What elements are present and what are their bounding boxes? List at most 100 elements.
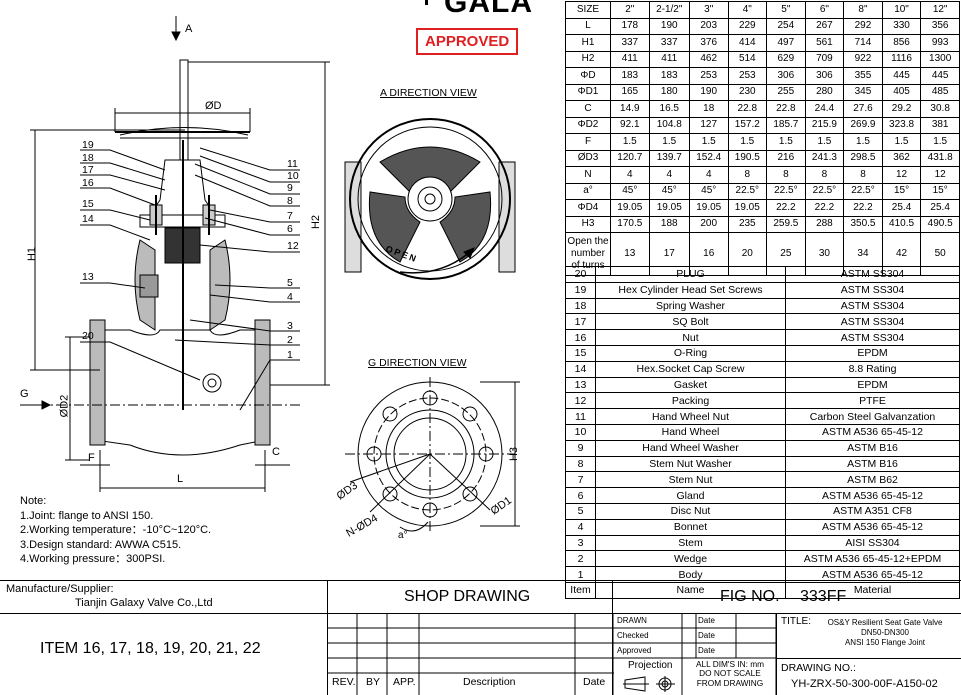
dim-cell: 22.2 <box>766 199 806 217</box>
rev-header: REV. <box>332 676 356 688</box>
dim-cell: 22.2 <box>843 199 883 217</box>
dim-cell: 4 <box>648 166 690 184</box>
dim-row-label: C <box>565 100 611 118</box>
dim-cell: 323.8 <box>881 116 922 134</box>
callout-2: 2 <box>287 334 293 346</box>
dim-cell: 269.9 <box>843 116 883 134</box>
bom-name: Stem Nut Washer <box>595 455 786 473</box>
drawn-label: DRAWN <box>617 616 647 625</box>
dim-cell: 561 <box>804 34 845 52</box>
dim-cell: 1.5 <box>843 133 883 151</box>
dim-cell: 30.8 <box>920 100 960 118</box>
label-L: L <box>177 473 184 485</box>
dim-cell: 16.5 <box>648 100 690 118</box>
note-3: 3.Design standard: AWWA C515. <box>20 538 182 551</box>
bom-name: Hex.Socket Cap Screw <box>595 360 786 378</box>
dim-cell: 993 <box>920 34 960 52</box>
bom-name: O-Ring <box>595 344 786 362</box>
dim-cell: 216 <box>766 149 806 167</box>
dim-cell: 180 <box>648 83 690 101</box>
dim-cell: 411 <box>610 50 650 68</box>
dim-cell: 178 <box>610 17 650 35</box>
bom-name: Wedge <box>595 550 786 568</box>
bom-material: ASTM A351 CF8 <box>785 502 960 520</box>
g-direction-view <box>345 377 520 532</box>
fig-no-value: 333FF <box>800 588 847 605</box>
dim-cell: 19.05 <box>727 199 768 217</box>
label-H1: H1 <box>26 246 39 262</box>
dim-cell: 29.2 <box>881 100 922 118</box>
dim-cell: 22.5° <box>766 182 806 200</box>
callout-20: 20 <box>82 330 94 342</box>
dim-cell: 922 <box>843 50 883 68</box>
dim-cell: 27.6 <box>843 100 883 118</box>
notes-title: Note: <box>20 495 47 507</box>
app-header: APP. <box>393 676 416 688</box>
bom-item: 4 <box>565 518 596 536</box>
dim-cell: 490.5 <box>920 215 960 233</box>
dimension-row: a°45°45°45°22.5°22.5°22.5°22.5°15°15° <box>565 182 960 200</box>
dim-cell: 514 <box>727 50 768 68</box>
dim-header: 6" <box>804 1 845 19</box>
bom-item: 17 <box>565 313 596 331</box>
bom-material: ASTM SS304 <box>785 313 960 331</box>
callout-10: 10 <box>287 170 299 183</box>
by-header: BY <box>366 676 381 688</box>
dim-cell: 45° <box>648 182 690 200</box>
callout-18: 18 <box>82 151 94 164</box>
dim-cell: 356 <box>920 17 960 35</box>
dim-cell: 22.5° <box>727 182 768 200</box>
dim-cell: 190 <box>688 83 729 101</box>
dim-cell: 629 <box>766 50 806 68</box>
title-line-3: ANSI 150 Flange Joint <box>844 638 926 647</box>
items-text: ITEM 16, 17, 18, 19, 20, 21, 22 <box>40 640 261 657</box>
checked-label: Checked <box>617 631 649 640</box>
description-header: Description <box>463 676 516 688</box>
dim-cell: 22.5° <box>804 182 845 200</box>
dim-cell: 1.5 <box>766 133 806 151</box>
manufacturer-cell: Manufacture/Supplier: Tianjin Galaxy Val… <box>0 581 328 614</box>
valve-section-drawing <box>20 16 330 492</box>
bom-name: Bonnet <box>595 518 786 536</box>
callout-13: 13 <box>82 271 94 283</box>
dim-cell: 22.5° <box>843 182 883 200</box>
dim-cell: 215.9 <box>804 116 845 134</box>
dim-cell: 1.5 <box>804 133 845 151</box>
dim-cell: 292 <box>843 17 883 35</box>
bom-item: 13 <box>565 376 596 394</box>
dim-cell: 462 <box>688 50 729 68</box>
dim-cell: 355 <box>843 67 883 85</box>
dim-cell: 306 <box>804 67 845 85</box>
dim-cell: 414 <box>727 34 768 52</box>
note-2: 2.Working temperature：-10°C~120°C. <box>20 524 212 536</box>
dim-cell: 8 <box>766 166 806 184</box>
dim-row-label: H2 <box>565 50 611 68</box>
bom-material: EPDM <box>785 376 960 394</box>
callout-3: 3 <box>287 320 293 332</box>
dim-cell: 15° <box>881 182 922 200</box>
a-direction-view-title: A DIRECTION VIEW <box>380 87 477 99</box>
bom-name: Nut <box>595 329 786 346</box>
callout-17: 17 <box>82 164 94 176</box>
dim-cell: 12 <box>920 166 960 184</box>
dim-header: 10" <box>881 1 922 19</box>
approved-date-label: Date <box>698 646 715 655</box>
callouts-right: 11 10 9 8 <box>287 158 299 207</box>
bom-material: ASTM B16 <box>785 439 960 457</box>
dim-cell: 165 <box>610 83 650 101</box>
dim-cell: 1.5 <box>648 133 690 151</box>
dim-cell: 183 <box>648 67 690 85</box>
bom-material: ASTM SS304 <box>785 281 960 299</box>
dim-cell: 445 <box>920 67 960 85</box>
bom-material: AISI SS304 <box>785 534 960 552</box>
